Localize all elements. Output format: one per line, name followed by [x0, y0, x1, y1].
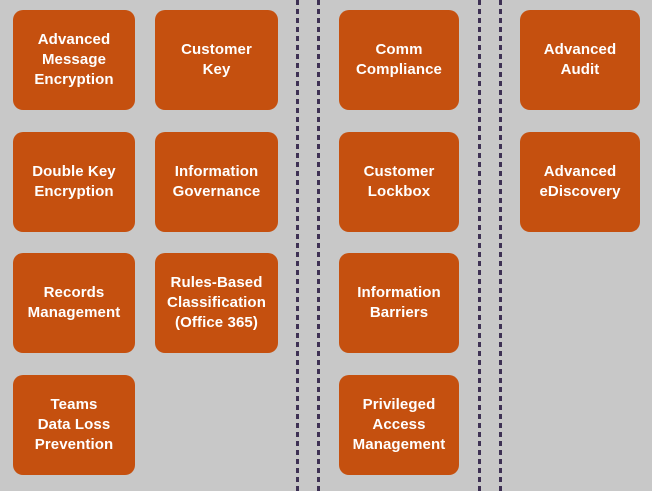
- dashed-divider-left-a: [296, 0, 299, 491]
- box-advanced-audit: Advanced Audit: [520, 10, 640, 110]
- box-label: Teams Data Loss Prevention: [34, 396, 114, 453]
- box-privileged-access-management: Privileged Access Management: [339, 375, 459, 475]
- box-teams-data-loss-prevention: Teams Data Loss Prevention: [13, 375, 135, 475]
- box-double-key-encryption: Double Key Encryption: [13, 132, 135, 232]
- box-customer-key: Customer Key: [155, 10, 278, 110]
- dashed-divider-left-b: [317, 0, 320, 491]
- box-label: Customer Key: [181, 41, 252, 78]
- box-label: Records Management: [27, 284, 121, 321]
- box-label: Comm Compliance: [355, 41, 443, 78]
- box-records-management: Records Management: [13, 253, 135, 353]
- dashed-divider-right-b: [499, 0, 502, 491]
- box-label: Privileged Access Management: [352, 396, 446, 453]
- box-label: Advanced Message Encryption: [34, 31, 114, 88]
- box-information-barriers: Information Barriers: [339, 253, 459, 353]
- box-advanced-ediscovery: Advanced eDiscovery: [520, 132, 640, 232]
- box-rules-based-classification: Rules-Based Classification (Office 365): [155, 253, 278, 353]
- box-comm-compliance: Comm Compliance: [339, 10, 459, 110]
- box-label: Advanced Audit: [543, 41, 617, 78]
- box-label: Information Governance: [172, 163, 261, 200]
- box-label: Double Key Encryption: [32, 163, 116, 200]
- box-label: Advanced eDiscovery: [539, 163, 621, 200]
- box-label: Rules-Based Classification (Office 365): [167, 274, 266, 331]
- box-advanced-message-encryption: Advanced Message Encryption: [13, 10, 135, 110]
- box-label: Customer Lockbox: [363, 163, 435, 200]
- box-customer-lockbox: Customer Lockbox: [339, 132, 459, 232]
- dashed-divider-right-a: [478, 0, 481, 491]
- box-information-governance: Information Governance: [155, 132, 278, 232]
- box-label: Information Barriers: [357, 284, 441, 321]
